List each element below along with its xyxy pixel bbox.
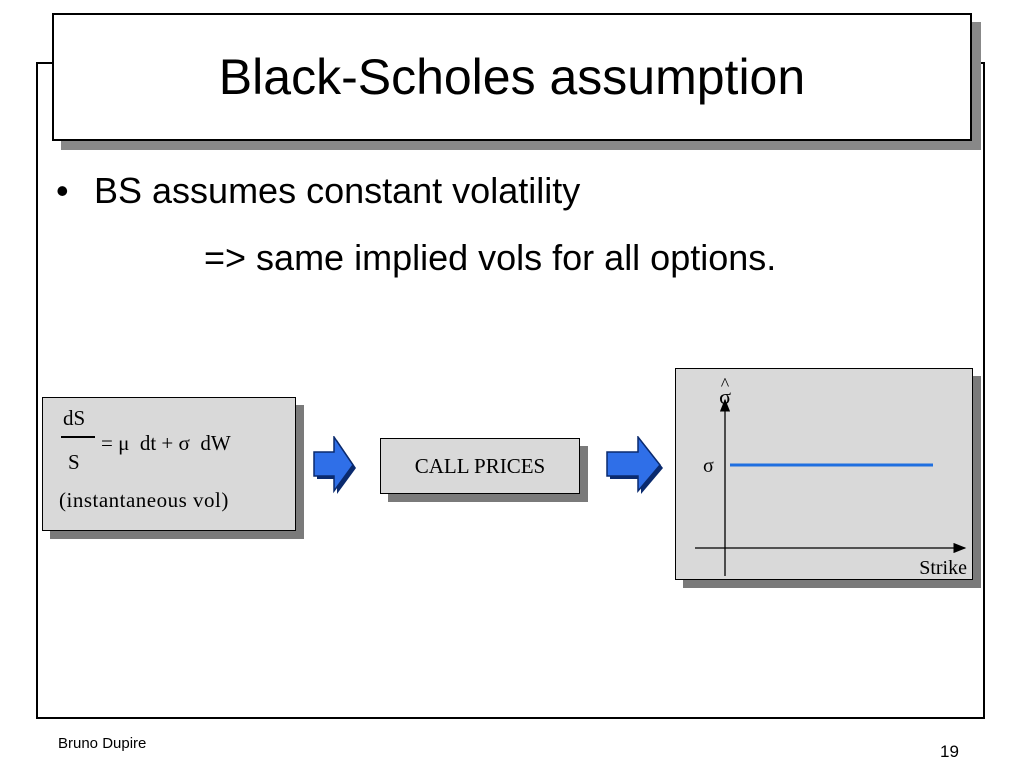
bullet-text: BS assumes constant volatility	[94, 170, 581, 211]
implied-vol-chart: ^ σ σ Strike	[694, 374, 967, 579]
fraction-bar	[61, 436, 95, 438]
call-prices-label: CALL PRICES	[414, 453, 546, 478]
chart-box: ^ σ σ Strike	[675, 368, 973, 580]
equation-rhs: = μ dt + σ dW	[101, 431, 231, 455]
right-arrow-icon	[313, 436, 356, 494]
equation-note: (instantaneous vol)	[59, 488, 229, 512]
page-number: 19	[940, 742, 959, 761]
y-axis-hat: ^	[720, 374, 729, 394]
bullet-item: • BS assumes constant volatility	[56, 170, 580, 212]
right-arrow-icon	[606, 436, 663, 494]
sigma-level-label: σ	[703, 455, 714, 477]
footer-author: Bruno Dupire	[58, 735, 147, 752]
title-box: Black-Scholes assumption	[52, 13, 972, 141]
fraction-numerator: dS	[63, 406, 86, 430]
call-prices-box: CALL PRICES	[380, 438, 580, 494]
equation: dS S = μ dt + σ dW (instantaneous vol)	[43, 398, 295, 530]
bullet-icon: •	[56, 170, 69, 211]
equation-box: dS S = μ dt + σ dW (instantaneous vol)	[42, 397, 296, 531]
bullet-subtext: => same implied vols for all options.	[204, 237, 777, 278]
x-axis-label: Strike	[919, 557, 967, 579]
y-axis-label: σ	[719, 384, 731, 409]
fraction-denominator: S	[68, 450, 80, 474]
slide-title: Black-Scholes assumption	[218, 49, 806, 105]
